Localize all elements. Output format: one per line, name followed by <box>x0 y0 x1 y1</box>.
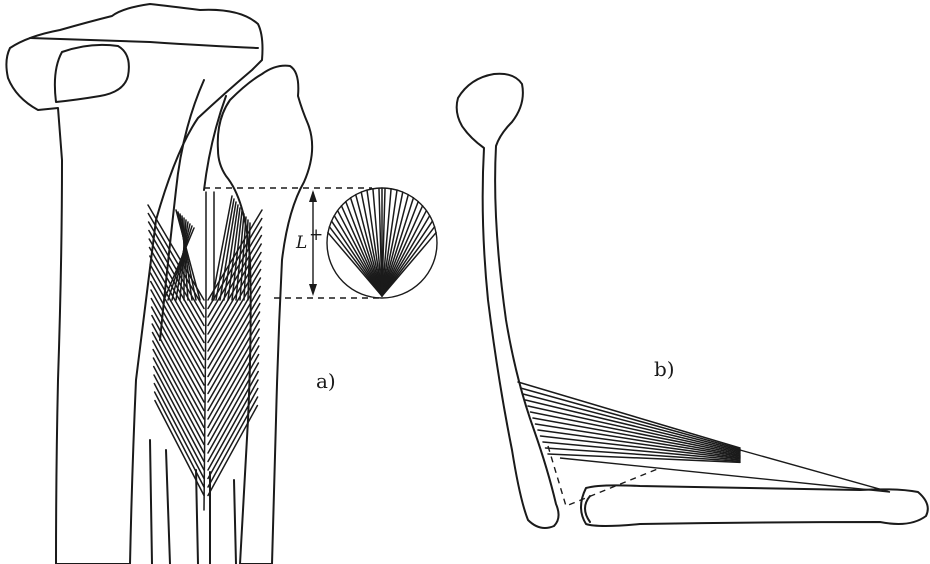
tendon-line <box>150 440 152 564</box>
tendon-line-upper <box>740 450 890 492</box>
fan-fibre <box>334 216 382 296</box>
length-symbol: L <box>295 233 307 253</box>
arm-fibre <box>521 388 741 449</box>
fan-fibre <box>382 216 430 296</box>
humerus-bone <box>457 74 559 528</box>
forearm-bone <box>581 485 928 526</box>
panel-a: L + a) <box>6 4 437 564</box>
tendon-line <box>166 450 170 564</box>
right-bone <box>218 66 312 564</box>
fan-fibre <box>346 202 382 296</box>
left-bone-shaft <box>6 4 262 564</box>
tendon-line <box>234 480 236 564</box>
length-dimension: L + <box>295 190 323 296</box>
fan-fibre <box>382 202 418 296</box>
panel-a-label: a) <box>316 369 336 393</box>
panel-b-label: b) <box>654 357 675 381</box>
length-marker: + <box>309 225 323 245</box>
arm-fibre <box>528 406 740 453</box>
panel-b: b) <box>457 74 928 528</box>
arm-muscle-fibres <box>518 382 740 462</box>
fibre-fan-circle <box>327 188 437 298</box>
